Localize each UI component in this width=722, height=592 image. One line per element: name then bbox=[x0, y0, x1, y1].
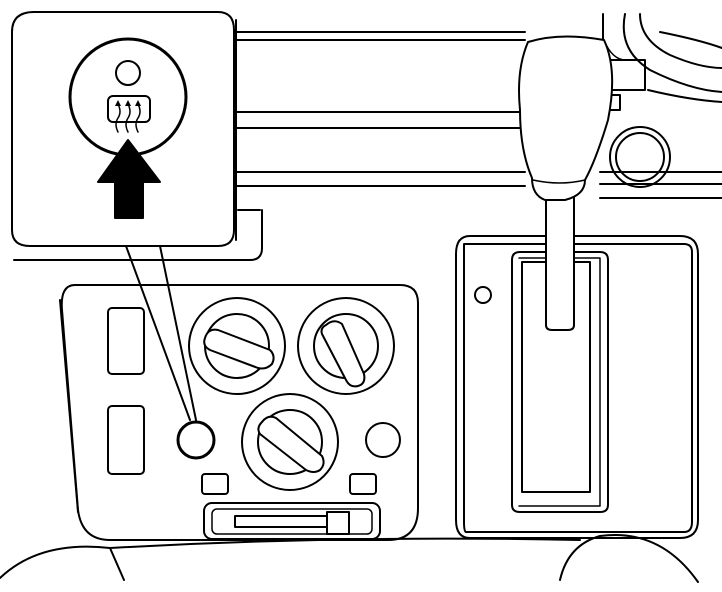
callout-box bbox=[11, 11, 237, 247]
temperature-knob bbox=[297, 297, 395, 395]
small-button-left bbox=[201, 473, 229, 495]
air-intake-slider bbox=[203, 502, 381, 540]
slider-thumb bbox=[326, 511, 350, 535]
front-seats bbox=[0, 534, 699, 583]
gate-indicator-hole bbox=[474, 286, 492, 304]
vent-inner-ring bbox=[615, 132, 665, 182]
dashboard-trim-lines bbox=[13, 31, 722, 261]
shift-gate bbox=[455, 235, 699, 539]
vent-outer-ring bbox=[609, 126, 671, 188]
switch-blank-lower bbox=[107, 405, 145, 475]
small-button-right bbox=[349, 473, 377, 495]
steering-column-area bbox=[599, 13, 722, 188]
indicator-lamp-icon bbox=[115, 60, 141, 86]
up-arrow-icon bbox=[97, 139, 161, 219]
switch-blank-upper bbox=[107, 307, 145, 375]
control-panel bbox=[59, 284, 419, 541]
fan-speed-knob bbox=[188, 297, 286, 395]
air-flow-knob bbox=[241, 393, 339, 491]
callout-leader bbox=[125, 245, 197, 421]
recirculation-button bbox=[365, 422, 401, 458]
rear-defroster-switch bbox=[176, 420, 216, 460]
rear-window-defroster-icon bbox=[107, 95, 151, 133]
shift-lever bbox=[518, 35, 627, 331]
